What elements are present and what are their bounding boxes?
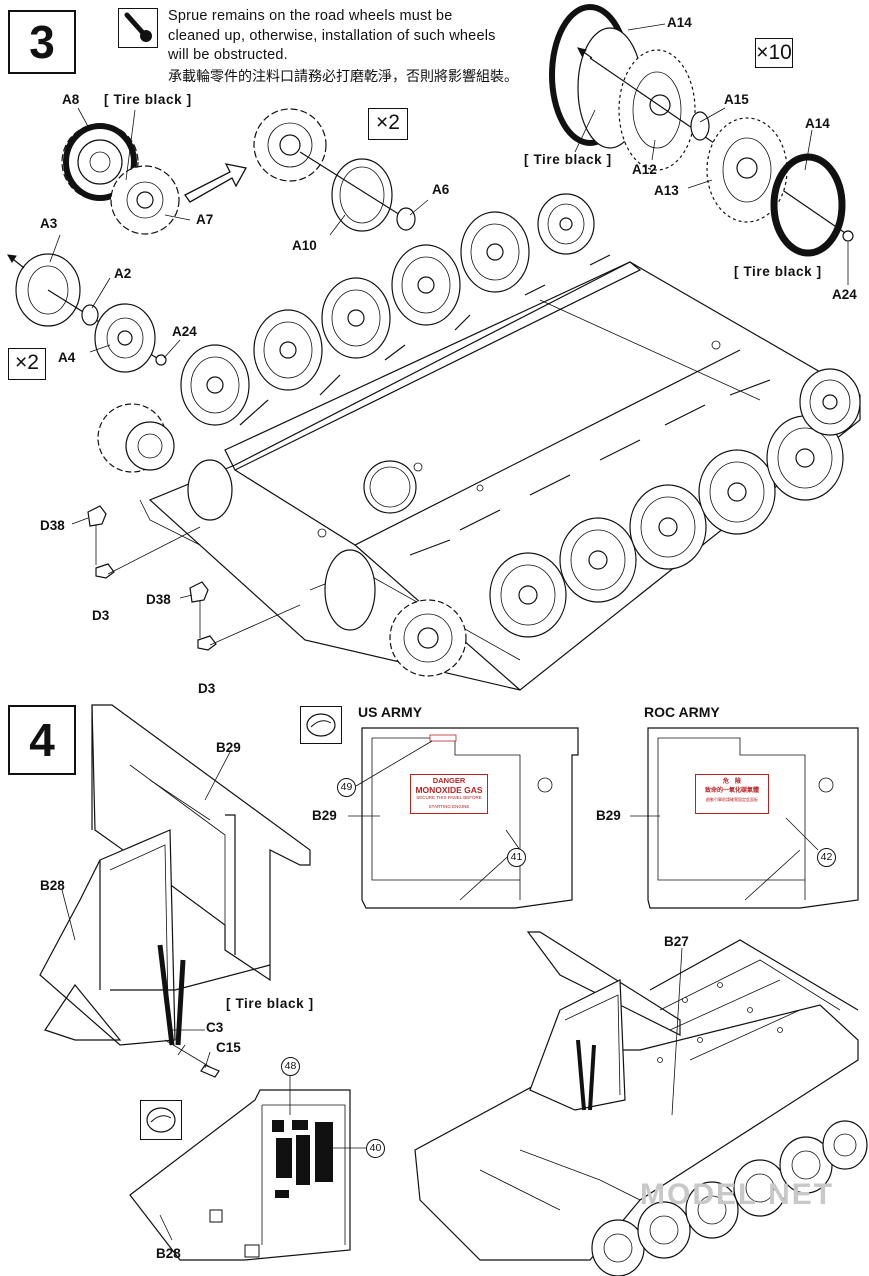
roc-decal-line-3: 啟動引擎前請確實固定此面板 (706, 797, 758, 802)
part-label-b29-us: B29 (312, 808, 337, 823)
part-label-d38-left: D38 (40, 518, 65, 533)
part-label-a13: A13 (654, 183, 679, 198)
decal-number-42: 42 (817, 848, 836, 867)
decal-number-40: 40 (366, 1139, 385, 1158)
tire-black-note-2: [ Tire black ] (524, 152, 612, 167)
step-4-number: 4 (8, 705, 76, 775)
roc-decal-line-2: 致命的一氧化碳氣體 (704, 787, 759, 794)
part-label-a14-top: A14 (667, 15, 692, 30)
part-label-b27: B27 (664, 934, 689, 949)
part-label-a15: A15 (724, 92, 749, 107)
part-label-a3: A3 (40, 216, 58, 231)
part-label-b29-main: B29 (216, 740, 241, 755)
tire-black-note-3: [ Tire black ] (734, 264, 822, 279)
watermark: MODEL NET (640, 1178, 835, 1211)
us-army-title: US ARMY (358, 704, 423, 720)
step-3-note-line-2: cleaned up, otherwise, installation of s… (168, 28, 496, 44)
part-label-a8: A8 (62, 92, 80, 107)
tire-black-note-1: [ Tire black ] (104, 92, 192, 107)
part-label-d3-right: D3 (198, 681, 216, 696)
tire-black-note-4: [ Tire black ] (226, 996, 314, 1011)
part-label-a12: A12 (632, 162, 657, 177)
roc-army-title: ROC ARMY (644, 704, 720, 720)
part-label-c15: C15 (216, 1040, 241, 1055)
magnifier-detail-icon (300, 706, 342, 744)
part-label-a10: A10 (292, 238, 317, 253)
decal-number-41: 41 (507, 848, 526, 867)
part-label-a6: A6 (432, 182, 450, 197)
caution-brush-icon (118, 8, 158, 48)
step-3-note-chinese: 承載輪零件的注料口請務必打磨乾淨，否則將影響組裝。 (168, 69, 518, 85)
danger-decal-line-2: MONOXIDE GAS (415, 784, 483, 795)
roc-decal-line-1: 危 險 (722, 778, 741, 785)
part-label-a4: A4 (58, 350, 76, 365)
danger-decal-line-4: STARTING ENGINE (428, 803, 470, 809)
part-label-c3: C3 (206, 1020, 224, 1035)
step-3-number: 3 (8, 10, 76, 74)
multiplier-left: ×2 (8, 348, 46, 380)
part-label-b29-roc: B29 (596, 808, 621, 823)
danger-decal-us: DANGER MONOXIDE GAS SECURE THIS PANEL BE… (410, 774, 488, 814)
step-3-hull-drawing (7, 4, 861, 691)
part-label-a24-right: A24 (832, 287, 857, 302)
part-label-d38-right: D38 (146, 592, 171, 607)
part-label-a7: A7 (196, 212, 214, 227)
part-label-b28-main: B28 (40, 878, 65, 893)
danger-decal-line-3: SECURE THIS PANEL BEFORE (416, 795, 482, 800)
part-label-d3-left: D3 (92, 608, 110, 623)
decal-number-48: 48 (281, 1057, 300, 1076)
decal-number-49: 49 (337, 778, 356, 797)
multiplier-road-wheel: ×10 (755, 38, 793, 68)
part-label-b28-detail: B28 (156, 1246, 181, 1261)
step-3-note-line-1: Sprue remains on the road wheels must be (168, 8, 453, 24)
danger-decal-roc: 危 險 致命的一氧化碳氣體 啟動引擎前請確實固定此面板 (695, 774, 769, 814)
part-label-a2: A2 (114, 266, 132, 281)
part-label-a24-left: A24 (172, 324, 197, 339)
magnifier-detail-icon (140, 1100, 182, 1140)
multiplier-sprocket: ×2 (368, 108, 408, 140)
step-3-note-line-3: will be obstructed. (168, 47, 288, 63)
danger-decal-line-1: DANGER (432, 776, 466, 785)
part-label-a14-right: A14 (805, 116, 830, 131)
